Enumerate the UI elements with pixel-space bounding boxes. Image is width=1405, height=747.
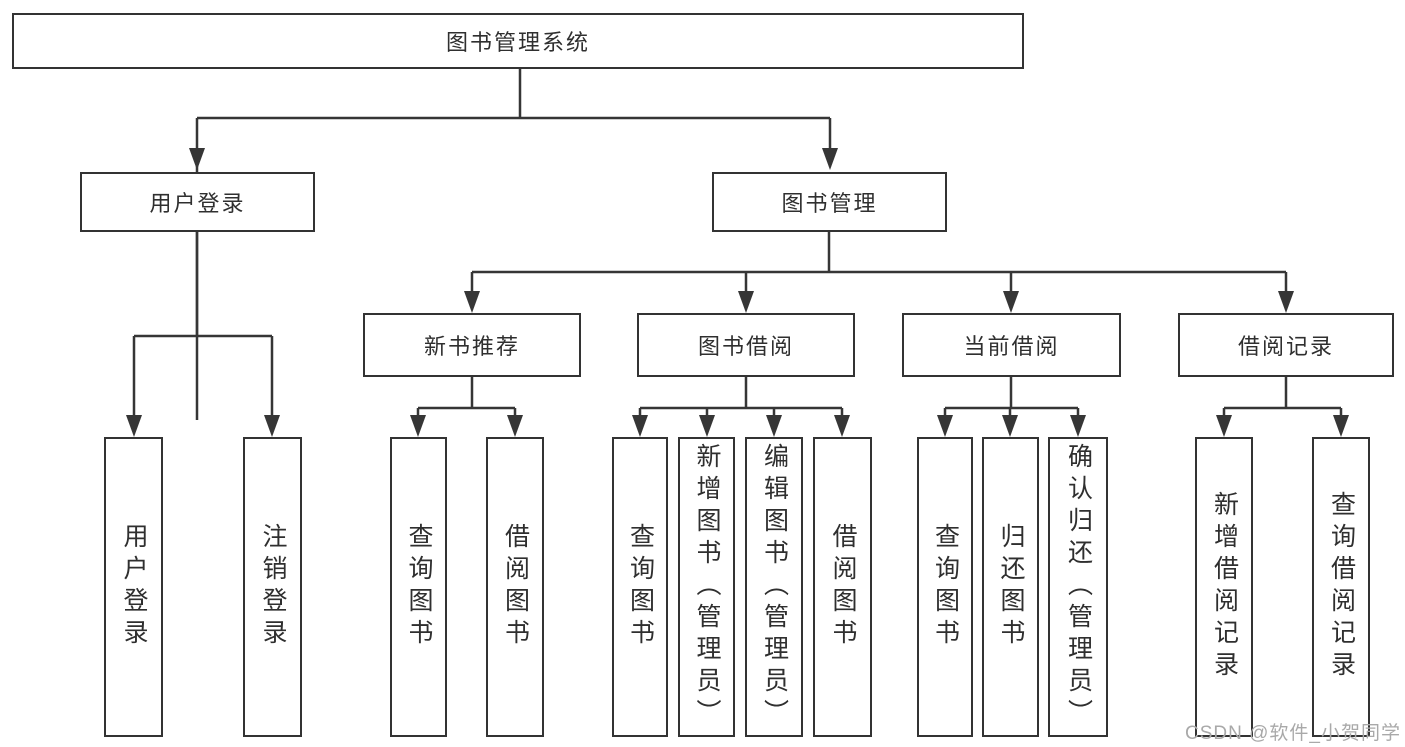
arrow-icon	[1070, 415, 1086, 437]
arrow-icon	[834, 415, 850, 437]
arrow-icon	[189, 148, 205, 170]
leaf-add-books-admin: 新增图书（管理员）	[678, 437, 735, 737]
leaf-borrow-books: 借阅图书	[486, 437, 544, 737]
arrow-icon	[264, 415, 280, 437]
node-current-borrowing: 当前借阅	[902, 313, 1121, 377]
arrow-icon	[410, 415, 426, 437]
node-label: 图书管理系统	[445, 30, 590, 55]
node-new-book-recommendation: 新书推荐	[363, 313, 581, 377]
node-label: 新增借阅记录	[1210, 491, 1239, 683]
arrow-icon	[507, 415, 523, 437]
node-label: 编辑图书（管理员）	[760, 443, 789, 731]
arrow-icon	[464, 291, 480, 313]
arrow-icon	[126, 415, 142, 437]
node-label: 借阅图书	[501, 523, 530, 651]
arrow-icon	[937, 415, 953, 437]
arrow-icon	[699, 415, 715, 437]
arrow-icon	[1278, 291, 1294, 313]
arrow-icon	[1333, 415, 1349, 437]
leaf-borrow-books: 借阅图书	[813, 437, 872, 737]
arrow-icon	[632, 415, 648, 437]
leaf-query-books: 查询图书	[612, 437, 668, 737]
node-label: 图书借阅	[697, 334, 794, 359]
arrow-icon	[822, 148, 838, 170]
arrowheads	[126, 148, 1349, 437]
leaf-return-books: 归还图书	[982, 437, 1039, 737]
node-label: 借阅图书	[829, 523, 857, 651]
node-label: 图书管理	[781, 191, 878, 216]
leaf-edit-books-admin: 编辑图书（管理员）	[745, 437, 803, 737]
leaf-query-books: 查询图书	[917, 437, 973, 737]
arrow-icon	[766, 415, 782, 437]
leaf-confirm-return-admin: 确认归还（管理员）	[1048, 437, 1108, 737]
node-label: 借阅记录	[1237, 334, 1334, 359]
node-label: 查询图书	[626, 523, 655, 651]
leaf-logout: 注销登录	[243, 437, 302, 737]
arrow-icon	[1002, 415, 1018, 437]
node-label: 确认归还（管理员）	[1064, 443, 1093, 731]
node-label: 查询图书	[931, 523, 960, 651]
leaf-add-borrow-record: 新增借阅记录	[1195, 437, 1253, 737]
node-book-borrowing: 图书借阅	[637, 313, 855, 377]
node-label: 归还图书	[997, 523, 1025, 651]
node-label: 新书推荐	[423, 334, 520, 359]
node-label: 新增图书（管理员）	[693, 443, 721, 731]
arrow-icon	[1003, 291, 1019, 313]
node-label: 用户登录	[120, 523, 148, 651]
node-user-login: 用户登录	[80, 172, 315, 232]
leaf-query-borrow-record: 查询借阅记录	[1312, 437, 1370, 737]
node-borrowing-records: 借阅记录	[1178, 313, 1394, 377]
arrow-icon	[1216, 415, 1232, 437]
leaf-query-books: 查询图书	[390, 437, 447, 737]
node-label: 查询图书	[405, 523, 433, 651]
arrow-icon	[738, 291, 754, 313]
node-label: 当前借阅	[963, 334, 1060, 359]
node-book-management: 图书管理	[712, 172, 947, 232]
node-label: 注销登录	[259, 523, 287, 651]
watermark: CSDN @软件_小贺同学	[1185, 723, 1401, 744]
node-label: 用户登录	[149, 191, 246, 216]
leaf-user-login: 用户登录	[104, 437, 163, 737]
node-library-management-system: 图书管理系统	[12, 13, 1024, 69]
node-label: 查询借阅记录	[1327, 491, 1356, 683]
